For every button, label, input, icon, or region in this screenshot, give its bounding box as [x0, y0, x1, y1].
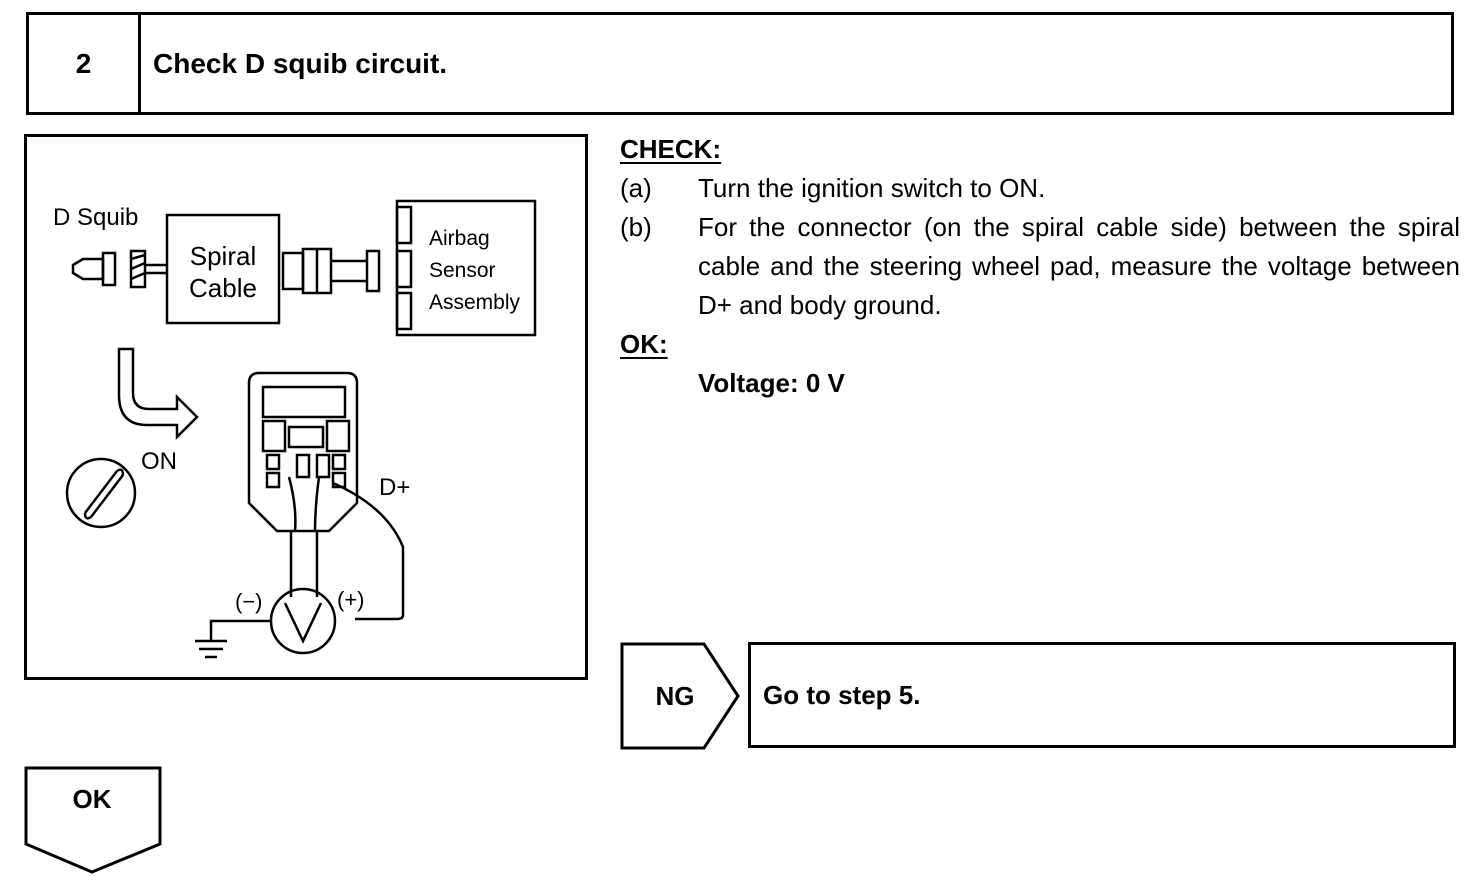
ng-arrow-shape — [620, 642, 740, 750]
minus-label: (−) — [235, 589, 263, 614]
check-heading: CHECK: — [620, 134, 722, 164]
circuit-diagram: D Squib Spiral Cable Airbag Sensor Assem… — [53, 199, 537, 659]
check-item-text: Turn the ignition switch to ON. — [698, 173, 1046, 203]
on-label: ON — [141, 448, 177, 475]
spiral-cable-label-line2: Cable — [189, 273, 257, 303]
step-number: 2 — [29, 15, 141, 112]
step-header: 2 Check D squib circuit. — [26, 12, 1454, 115]
step-title: Check D squib circuit. — [153, 47, 448, 79]
ok-label: OK — [72, 784, 112, 814]
check-item-label: (a) — [620, 173, 652, 203]
ok-arrow-shape — [24, 766, 162, 874]
ok-voltage-spec: Voltage: 0 V — [698, 368, 845, 398]
airbag-label-line1: Airbag — [429, 227, 490, 250]
spiral-cable-label-line1: Spiral — [190, 241, 256, 271]
ok-branch: OK — [24, 766, 164, 881]
check-item-b: (b) For the connector (on the spiral cab… — [620, 208, 1460, 325]
check-section: CHECK: (a) Turn the ignition switch to O… — [620, 130, 1460, 403]
d-squib-label: D Squib — [53, 204, 138, 231]
plus-label: (+) — [337, 587, 365, 612]
airbag-label-line2: Sensor — [429, 259, 496, 282]
airbag-label-line3: Assembly — [429, 291, 521, 314]
ng-action-box: Go to step 5. — [748, 642, 1456, 748]
check-item-label: (b) — [620, 212, 652, 242]
d-plus-label: D+ — [379, 474, 410, 501]
ok-heading: OK: — [620, 329, 668, 359]
check-item-text: For the connector (on the spiral cable s… — [698, 212, 1460, 320]
circuit-illustration: D Squib Spiral Cable Airbag Sensor Assem… — [24, 134, 588, 680]
ng-branch: NG — [620, 642, 746, 755]
check-item-a: (a) Turn the ignition switch to ON. — [620, 169, 1460, 208]
ng-label: NG — [655, 680, 695, 711]
